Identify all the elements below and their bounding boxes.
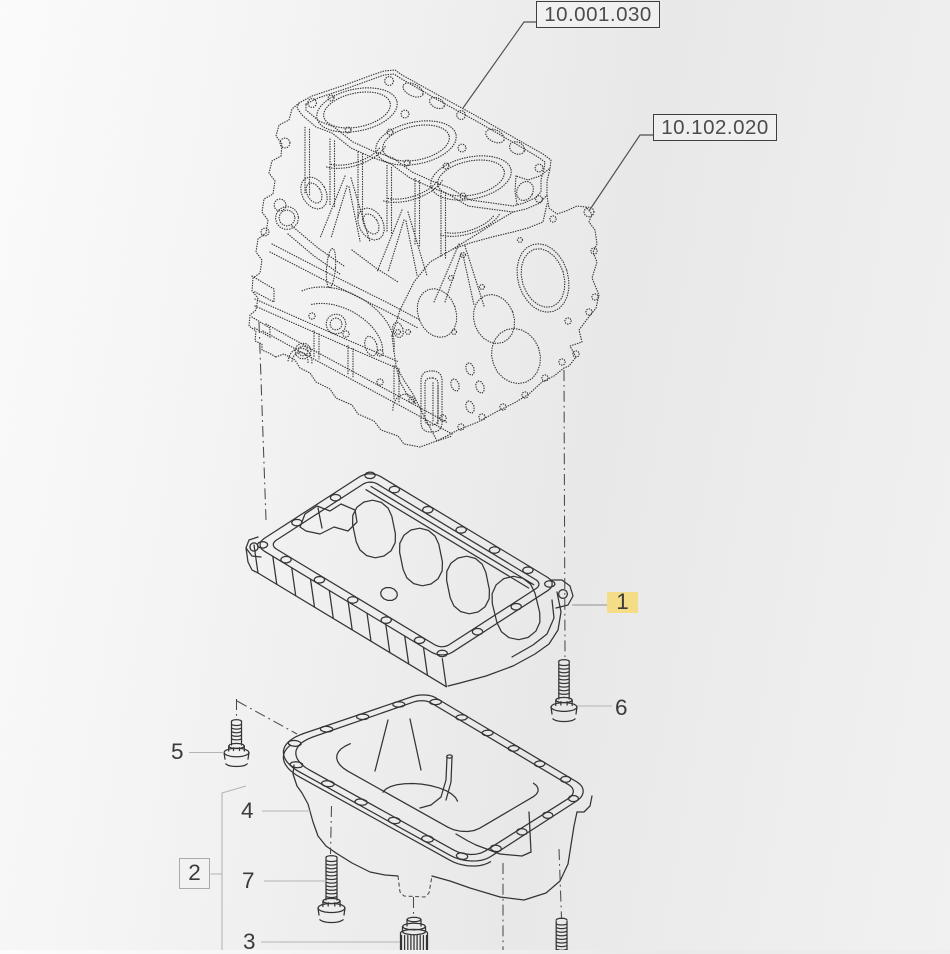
center-lines (235, 321, 566, 950)
callout-number: 1 (616, 589, 629, 615)
group-label: 10.001.030 (544, 2, 652, 26)
callout-number: 5 (171, 739, 184, 764)
group-box-10102020[interactable]: 10.102.020 (653, 114, 777, 141)
callout-6[interactable]: 6 (615, 695, 628, 720)
callout-number: 4 (241, 798, 254, 823)
group-leader-lines (462, 21, 653, 212)
bolts-and-plug-drawing (223, 659, 578, 950)
leader-lines (189, 705, 612, 950)
callout-7[interactable]: 7 (242, 868, 255, 893)
bedplate-drawing (245, 471, 574, 688)
callout-2[interactable]: 2 (179, 858, 210, 889)
callout-3[interactable]: 3 (243, 929, 256, 954)
hidden-edge-lines (397, 875, 433, 898)
callout-5[interactable]: 5 (171, 739, 184, 764)
callout-number: 6 (615, 695, 628, 720)
callout-1[interactable]: 1 (607, 589, 638, 615)
engine-block-drawing (248, 69, 600, 448)
callout-4[interactable]: 4 (241, 798, 254, 823)
group-label: 10.102.020 (661, 115, 769, 139)
group-box-10001030[interactable]: 10.001.030 (536, 1, 660, 28)
callout-number: 7 (242, 868, 255, 893)
callout-number: 3 (243, 929, 256, 954)
callout-number: 2 (188, 860, 201, 886)
oil-pan-drawing (282, 694, 593, 901)
